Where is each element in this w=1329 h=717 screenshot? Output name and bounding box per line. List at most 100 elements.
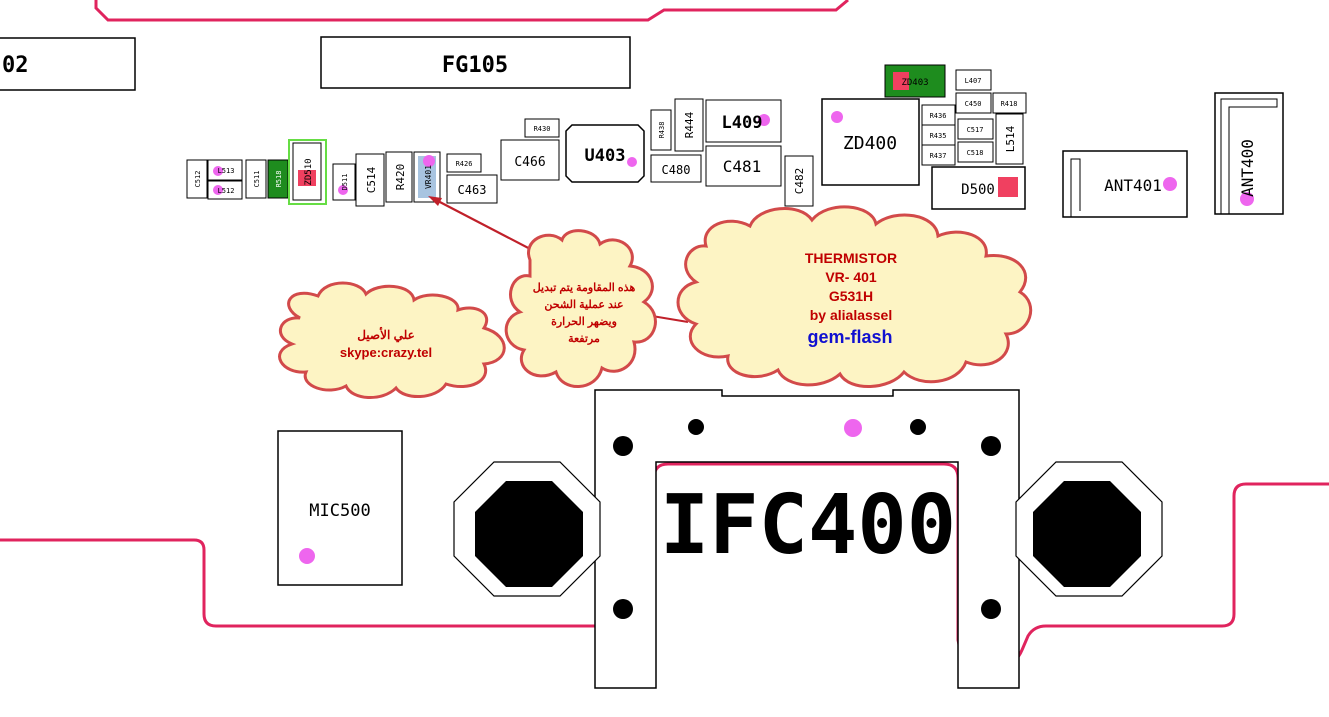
r436-label: R436	[930, 112, 947, 120]
component-02: 02	[0, 37, 136, 91]
component-02-label: 02	[2, 53, 29, 78]
c481-label: C481	[723, 157, 762, 176]
u403-label: U403	[585, 146, 626, 166]
c518-label: C518	[967, 149, 984, 157]
c480-label: C480	[662, 163, 691, 177]
ifc400-label: IFC400	[660, 478, 956, 573]
l512-label: L512	[218, 187, 235, 195]
component-c511: C511	[245, 159, 267, 199]
zd510-label: ZD510	[304, 158, 314, 185]
component-c450: C450	[955, 92, 992, 114]
component-r437: R437	[921, 144, 956, 166]
thermistor-line3: G531H	[829, 288, 873, 304]
d500-label: D500	[961, 182, 995, 198]
r418-label: R418	[1001, 100, 1018, 108]
r437-label: R437	[930, 152, 947, 160]
d511-label: D511	[341, 174, 349, 191]
thermistor-line4: by alialassel	[810, 307, 893, 323]
component-zd403: ZD403	[884, 64, 946, 98]
component-c518: C518	[957, 141, 994, 163]
vr401-label: VR401	[424, 165, 433, 189]
component-d511: D511	[332, 163, 356, 201]
component-ifc400: IFC400	[594, 389, 1020, 689]
zd400-label: ZD400	[843, 133, 897, 154]
c514-label: C514	[365, 166, 378, 193]
component-c512: C512	[186, 159, 208, 199]
pointer-line-main	[651, 315, 689, 323]
r518-label: R518	[275, 171, 283, 188]
mount-hole-right	[1015, 461, 1163, 597]
r430-label: R430	[534, 125, 551, 133]
component-zd400: ZD400	[821, 98, 920, 186]
board-outline-bottom	[0, 462, 1329, 668]
component-r420: R420	[385, 151, 413, 203]
ant400-label: ANT400	[1238, 139, 1257, 197]
cloud-description-line3: ويضهر الحرارة	[551, 316, 617, 328]
mount-hole-left	[453, 461, 601, 597]
c450-label: C450	[965, 100, 982, 108]
cloud-contact-line1: علي الأصيل	[357, 327, 415, 343]
cloud-description: هذه المقاومة يتم تبديل عند عملية الشحن و…	[504, 229, 657, 388]
component-d500: D500	[931, 166, 1026, 210]
thermistor-line2: VR- 401	[825, 269, 877, 285]
component-r435: R435	[921, 124, 956, 146]
c482-label: C482	[793, 168, 806, 195]
cloud-description-line2: عند عملية الشحن	[544, 299, 623, 311]
component-c482: C482	[784, 155, 814, 207]
component-l513: L513	[207, 159, 243, 181]
c512-label: C512	[194, 171, 202, 188]
r435-label: R435	[930, 132, 947, 140]
component-r426: R426	[446, 153, 482, 173]
cloud-description-line1: هذه المقاومة يتم تبديل	[533, 282, 636, 294]
component-c514: C514	[355, 153, 385, 207]
cloud-thermistor: THERMISTOR VR- 401 G531H by alialassel g…	[676, 205, 1033, 388]
component-r436: R436	[921, 104, 956, 126]
l409-label: L409	[722, 113, 763, 133]
cloud-description-line4: مرتفعة	[568, 333, 600, 345]
thermistor-line5: gem-flash	[807, 327, 892, 347]
component-l514: L514	[995, 113, 1024, 165]
component-fg105: FG105	[320, 36, 631, 89]
component-c463: C463	[446, 174, 498, 204]
component-l512: L512	[207, 180, 243, 200]
component-ant401: ANT401	[1062, 150, 1188, 218]
board-outline-top	[94, 0, 849, 22]
component-c481: C481	[705, 145, 782, 187]
component-c466: C466	[500, 139, 560, 181]
r420-label: R420	[394, 164, 407, 191]
component-u403: U403	[565, 124, 645, 183]
component-r444: R444	[674, 98, 704, 152]
component-c517: C517	[957, 118, 994, 140]
c466-label: C466	[514, 155, 545, 170]
r444-label: R444	[683, 111, 696, 138]
cloud-contact: علي الأصيل skype:crazy.tel	[278, 281, 506, 400]
thermistor-line1: THERMISTOR	[805, 250, 897, 266]
component-zd510: ZD510	[288, 139, 327, 205]
c463-label: C463	[458, 183, 487, 197]
r426-label: R426	[456, 160, 473, 168]
component-l407: L407	[955, 69, 992, 91]
l407-label: L407	[965, 77, 982, 85]
zd403-label: ZD403	[901, 78, 928, 88]
l513-label: L513	[218, 167, 235, 175]
c517-label: C517	[967, 126, 984, 134]
mic500-label: MIC500	[309, 501, 370, 521]
ant401-label: ANT401	[1104, 176, 1162, 195]
c511-label: C511	[253, 171, 261, 188]
l514-label: L514	[1004, 125, 1017, 152]
component-ant400: ANT400	[1214, 92, 1284, 215]
component-r418: R418	[992, 92, 1027, 114]
component-mic500: MIC500	[277, 430, 403, 586]
component-c480: C480	[650, 154, 702, 183]
component-r430: R430	[524, 118, 560, 138]
cloud-contact-line2: skype:crazy.tel	[340, 345, 432, 360]
r438-label: R438	[658, 122, 666, 139]
pointer-arrowhead	[428, 196, 442, 206]
component-l409: L409	[705, 99, 782, 143]
fg105-label: FG105	[442, 53, 508, 78]
component-vr401: VR401	[413, 151, 441, 203]
pointer-arrow	[435, 199, 537, 253]
component-r518: R518	[267, 159, 289, 199]
component-r438: R438	[650, 109, 672, 151]
